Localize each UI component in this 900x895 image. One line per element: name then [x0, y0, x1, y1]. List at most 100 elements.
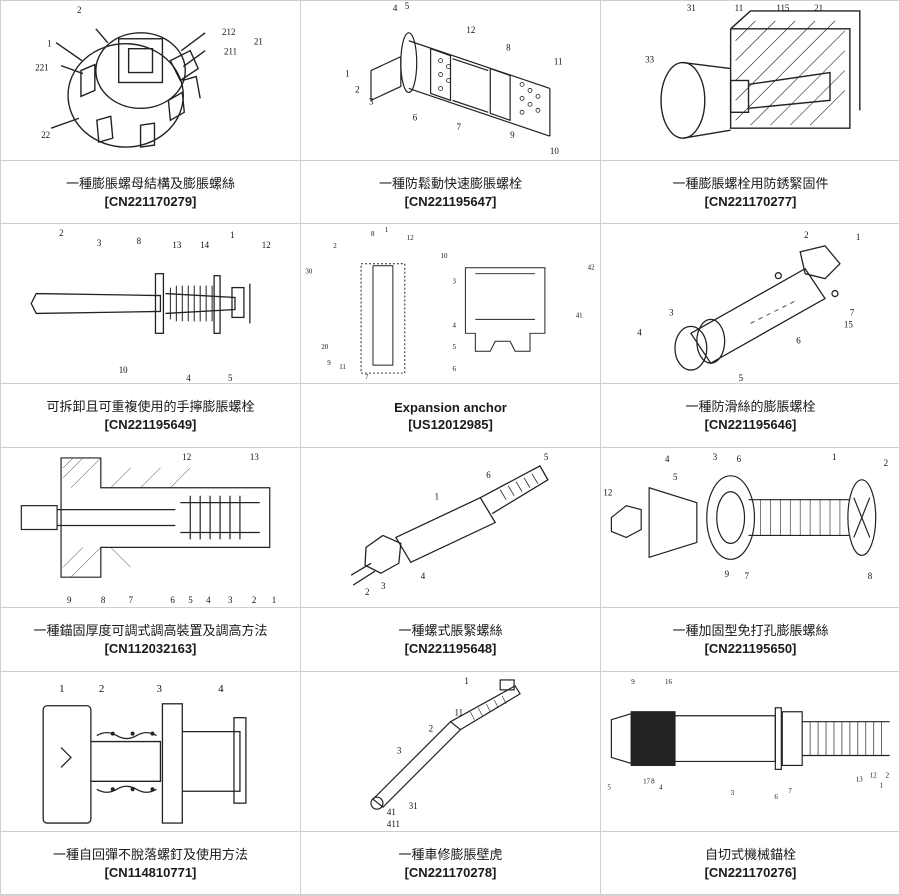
label-4-13: 7 [365, 373, 369, 381]
label-10-2: 2 [429, 724, 433, 734]
label-3-9: 5 [228, 373, 233, 383]
label-6-10: 1 [272, 595, 276, 605]
label-1-10: 9 [510, 130, 515, 140]
patent-caption: 自切式機械錨栓 [CN221170276] [601, 832, 900, 895]
label-8-8: 7 [745, 571, 750, 581]
patent-caption: 一種自回彈不脫落螺釘及使用方法 [CN114810771] [1, 832, 300, 895]
label-3-7: 10 [119, 365, 128, 375]
patent-number: [CN221195649] [105, 416, 197, 433]
label-4-8: 5 [452, 343, 456, 351]
label-6-7: 4 [206, 595, 211, 605]
patent-drawing: 2 3 8 13 14 1 12 10 4 5 [1, 224, 300, 384]
label-6-4: 7 [129, 595, 134, 605]
patent-caption: 一種錨固厚度可調式調高裝置及調高方法 [CN112032163] [1, 608, 300, 671]
patent-caption: 可拆卸且可重複使用的手擰膨脹螺栓 [CN221195649] [1, 384, 300, 447]
label-11-0: 9 [631, 678, 635, 686]
label-5-3: 4 [637, 327, 642, 337]
label-6-3: 8 [101, 595, 106, 605]
label-10-4: 41 [387, 807, 396, 817]
label-6-1: 13 [250, 452, 259, 462]
label-8-9: 8 [868, 571, 873, 581]
label-11-11: 1 [880, 781, 884, 789]
label-3-1: 3 [97, 238, 102, 248]
label-2-1: 11 [735, 3, 744, 13]
patent-title: 可拆卸且可重複使用的手擰膨脹螺栓 [46, 399, 254, 416]
label-9-0: 1 [59, 683, 64, 695]
patent-number: [CN221195646] [705, 416, 797, 433]
label-8-3: 1 [832, 452, 836, 462]
patent-card[interactable]: 2 1 221 22 212 211 21 一種膨脹螺母結構及膨脹螺絲 [CN2… [0, 0, 300, 223]
label-8-0: 4 [665, 454, 670, 464]
label-11-6: 6 [774, 793, 778, 801]
label-4-2: 1 [385, 226, 389, 234]
patent-card[interactable]: 1 2 3 4 一種自回彈不脫落螺釘及使用方法 [CN114810771] [0, 671, 300, 895]
label-8-2: 6 [737, 454, 742, 464]
patent-card[interactable]: 4 3 6 1 2 12 5 9 7 8 一種加固型免打孔膨脹螺絲 [CN221… [600, 447, 900, 671]
label-4-14: 42 [588, 264, 595, 272]
patent-drawing: 2 1 221 22 212 211 21 [1, 1, 300, 161]
label-6-9: 2 [252, 595, 256, 605]
label-1-5: 1 [345, 69, 349, 79]
label-1-9: 7 [456, 122, 461, 132]
patent-title: 一種加固型免打孔膨脹螺絲 [672, 623, 828, 640]
patent-drawing: 2 1 3 4 5 6 7 15 [601, 224, 900, 384]
label-9-2: 3 [156, 683, 162, 695]
patent-card[interactable]: 1 11 2 3 41 411 31 一種車修膨脹壁虎 [CN221170278… [300, 671, 600, 895]
patent-title: 一種膨脹螺母結構及膨脹螺絲 [66, 176, 235, 193]
label-3-6: 12 [262, 240, 271, 250]
label-5-0: 2 [804, 230, 808, 240]
label-7-4: 3 [381, 581, 386, 591]
patent-card[interactable]: 2 8 1 12 10 30 3 4 5 6 20 9 11 7 42 41 E… [300, 223, 600, 447]
label-11-3: 17 [643, 777, 650, 785]
label-10-3: 3 [397, 745, 402, 755]
label-8-1: 3 [713, 452, 718, 462]
patent-number: [CN114810771] [105, 864, 197, 881]
label-0-5: 211 [224, 47, 237, 57]
label-1-6: 2 [355, 84, 359, 94]
patent-number: [CN221195648] [405, 640, 497, 657]
label-0-4: 212 [222, 27, 235, 37]
patent-number: [CN221170276] [705, 864, 797, 881]
label-6-6: 5 [188, 595, 193, 605]
patent-caption: 一種膨脹螺栓用防銹緊固件 [CN221170277] [601, 161, 900, 223]
label-5-4: 5 [739, 373, 744, 383]
label-11-2: 5 [607, 783, 611, 791]
patent-drawing: 31 11 115 21 33 [601, 1, 900, 161]
label-11-12: 2 [886, 771, 890, 779]
label-11-10: 12 [870, 771, 877, 779]
label-7-0: 5 [544, 452, 549, 462]
patent-title: 自切式機械錨栓 [705, 847, 796, 864]
patent-card[interactable]: 5 6 1 2 3 4 一種螺式脹緊螺絲 [CN221195648] [300, 447, 600, 671]
label-5-2: 3 [669, 307, 674, 317]
label-0-3: 22 [41, 130, 50, 140]
patent-title: 一種防鬆動快速膨脹螺栓 [379, 176, 522, 193]
patent-drawing: 12 13 9 8 7 6 5 4 3 2 1 [1, 448, 300, 608]
label-7-1: 6 [486, 470, 491, 480]
patent-number: [CN221170278] [405, 864, 497, 881]
label-5-7: 15 [844, 319, 853, 329]
label-2-3: 21 [814, 3, 823, 13]
label-10-1: 11 [454, 708, 463, 718]
label-4-3: 12 [407, 234, 414, 242]
patent-caption: 一種螺式脹緊螺絲 [CN221195648] [301, 608, 600, 671]
label-0-6: 21 [254, 37, 263, 47]
patent-caption: 一種車修膨脹壁虎 [CN221170278] [301, 832, 600, 895]
patent-card[interactable]: 2 1 3 4 5 6 7 15 一種防滑絲的膨脹螺栓 [CN221195646… [600, 223, 900, 447]
patent-caption: 一種防鬆動快速膨脹螺栓 [CN221195647] [301, 161, 600, 223]
label-3-8: 4 [186, 373, 191, 383]
patent-card[interactable]: 9 16 5 17 8 4 6 7 3 13 12 1 2 自切式機械錨栓 [C… [600, 671, 900, 895]
patent-drawing: 5 6 1 2 3 4 [301, 448, 600, 608]
label-6-0: 12 [182, 452, 191, 462]
label-4-1: 8 [371, 230, 375, 238]
patent-card[interactable]: 12 13 9 8 7 6 5 4 3 2 1 一種錨固厚度可調式調高裝置及調高… [0, 447, 300, 671]
patent-number: [CN112032163] [105, 640, 197, 657]
patent-card[interactable]: 2 3 8 13 14 1 12 10 4 5 可拆卸且可重複使用的手擰膨脹螺栓… [0, 223, 300, 447]
label-1-7: 3 [369, 96, 374, 106]
patent-card[interactable]: 4 5 12 8 11 1 2 3 6 7 9 10 一種防鬆動快速膨脹螺栓 [… [300, 0, 600, 223]
label-5-6: 7 [850, 307, 855, 317]
label-11-4: 8 [651, 777, 655, 785]
label-10-5: 411 [387, 819, 400, 829]
label-7-5: 4 [421, 571, 426, 581]
patent-card[interactable]: 31 11 115 21 33 一種膨脹螺栓用防銹緊固件 [CN22117027… [600, 0, 900, 223]
